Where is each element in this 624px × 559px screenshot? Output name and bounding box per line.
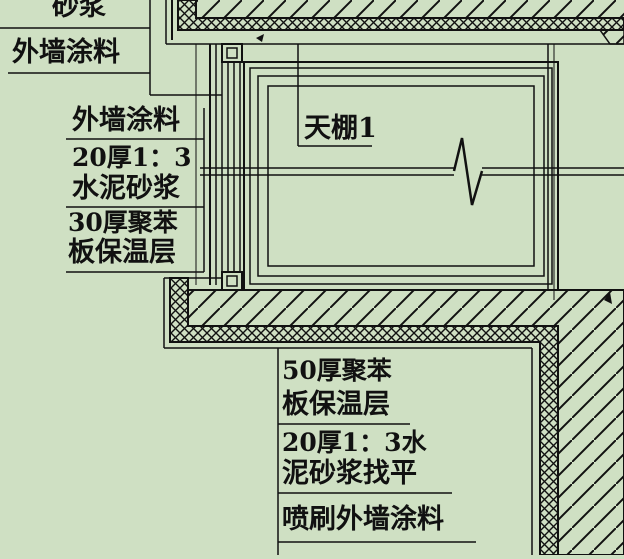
left-mortar-label-line1: 20厚1：3 xyxy=(72,143,192,172)
top-paint-label: 外墙涂料 xyxy=(12,37,120,68)
window-label: 天棚1 xyxy=(304,113,377,144)
top-wall-structure xyxy=(165,0,624,45)
bottom-insulation-label-line1: 50厚聚苯 xyxy=(282,356,392,385)
lower-anchor-block xyxy=(221,271,243,291)
left-insulation-label-line2: 板保温层 xyxy=(68,237,176,268)
bottom-mortar-label-line1: 20厚1：3水 xyxy=(282,428,427,457)
bottom-insulation-label-line2: 板保温层 xyxy=(282,389,390,420)
bottom-paint-label: 喷刷外墙涂料 xyxy=(282,504,444,535)
bottom-mortar-label-line2: 泥砂浆找平 xyxy=(282,458,417,489)
leader-lines xyxy=(0,0,476,543)
left-wall-layers xyxy=(195,43,243,291)
left-paint-label: 外墙涂料 xyxy=(72,105,180,136)
top-mortar-label: 砂浆 xyxy=(52,0,106,22)
left-insulation-label-line1: 30厚聚苯 xyxy=(68,208,178,237)
left-mortar-label-line2: 水泥砂浆 xyxy=(72,173,180,204)
top-concrete-hatch xyxy=(196,0,624,18)
break-line xyxy=(200,137,624,206)
top-insulation-layer xyxy=(177,0,624,31)
upper-anchor-block xyxy=(221,43,243,63)
window-frame xyxy=(243,44,559,300)
